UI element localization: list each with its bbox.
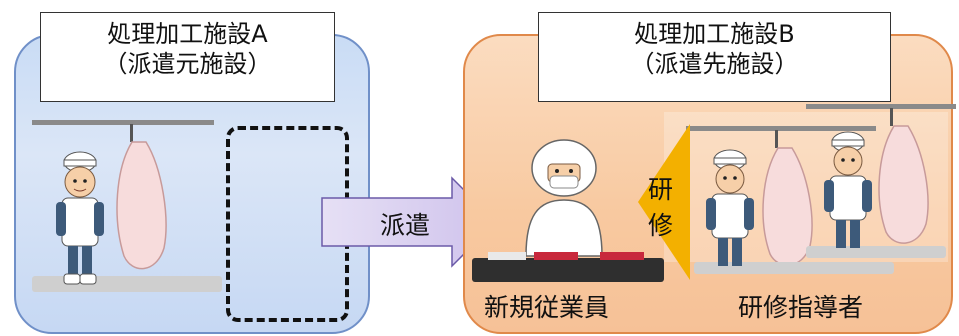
facility-a-title-line2: （派遣元施設） bbox=[103, 50, 272, 78]
trainer-worker-2-icon bbox=[824, 131, 872, 248]
trainer-label: 研修指導者 bbox=[738, 293, 864, 322]
dispatch-label: 派遣 bbox=[380, 211, 431, 240]
new-employee-label: 新規従業員 bbox=[484, 293, 610, 322]
meat-hook-a bbox=[130, 124, 133, 142]
facility-b-title: 処理加工施設B （派遣先施設） bbox=[538, 12, 891, 102]
facility-a-title-line1: 処理加工施設A bbox=[107, 20, 268, 48]
meat-hook-b1 bbox=[775, 130, 778, 148]
training-label-2: 修 bbox=[648, 211, 674, 240]
meat-tray-2 bbox=[534, 252, 578, 260]
facility-b-title-line1: 処理加工施設B bbox=[634, 20, 795, 48]
floor-b1 bbox=[694, 262, 894, 274]
facility-a-title: 処理加工施設A （派遣元施設） bbox=[40, 12, 335, 102]
training-triangle bbox=[638, 124, 690, 280]
meat-carcass-b2 bbox=[878, 125, 929, 244]
meat-tray-1 bbox=[488, 252, 526, 260]
meat-rail-b2 bbox=[806, 104, 956, 109]
floor-b2 bbox=[806, 246, 946, 258]
meat-hook-b2 bbox=[890, 108, 893, 126]
meat-rail-b1 bbox=[686, 126, 876, 131]
worker-a-icon bbox=[56, 151, 104, 285]
meat-carcass-a bbox=[116, 141, 167, 270]
trainer-worker-1-icon bbox=[706, 149, 754, 266]
new-employee-icon bbox=[525, 139, 603, 257]
conveyor-belt bbox=[472, 258, 664, 282]
meat-tray-3 bbox=[600, 252, 644, 260]
meat-rail-a bbox=[32, 120, 214, 125]
training-label-1: 研 bbox=[648, 175, 674, 204]
facility-b-title-line2: （派遣先施設） bbox=[630, 50, 799, 78]
